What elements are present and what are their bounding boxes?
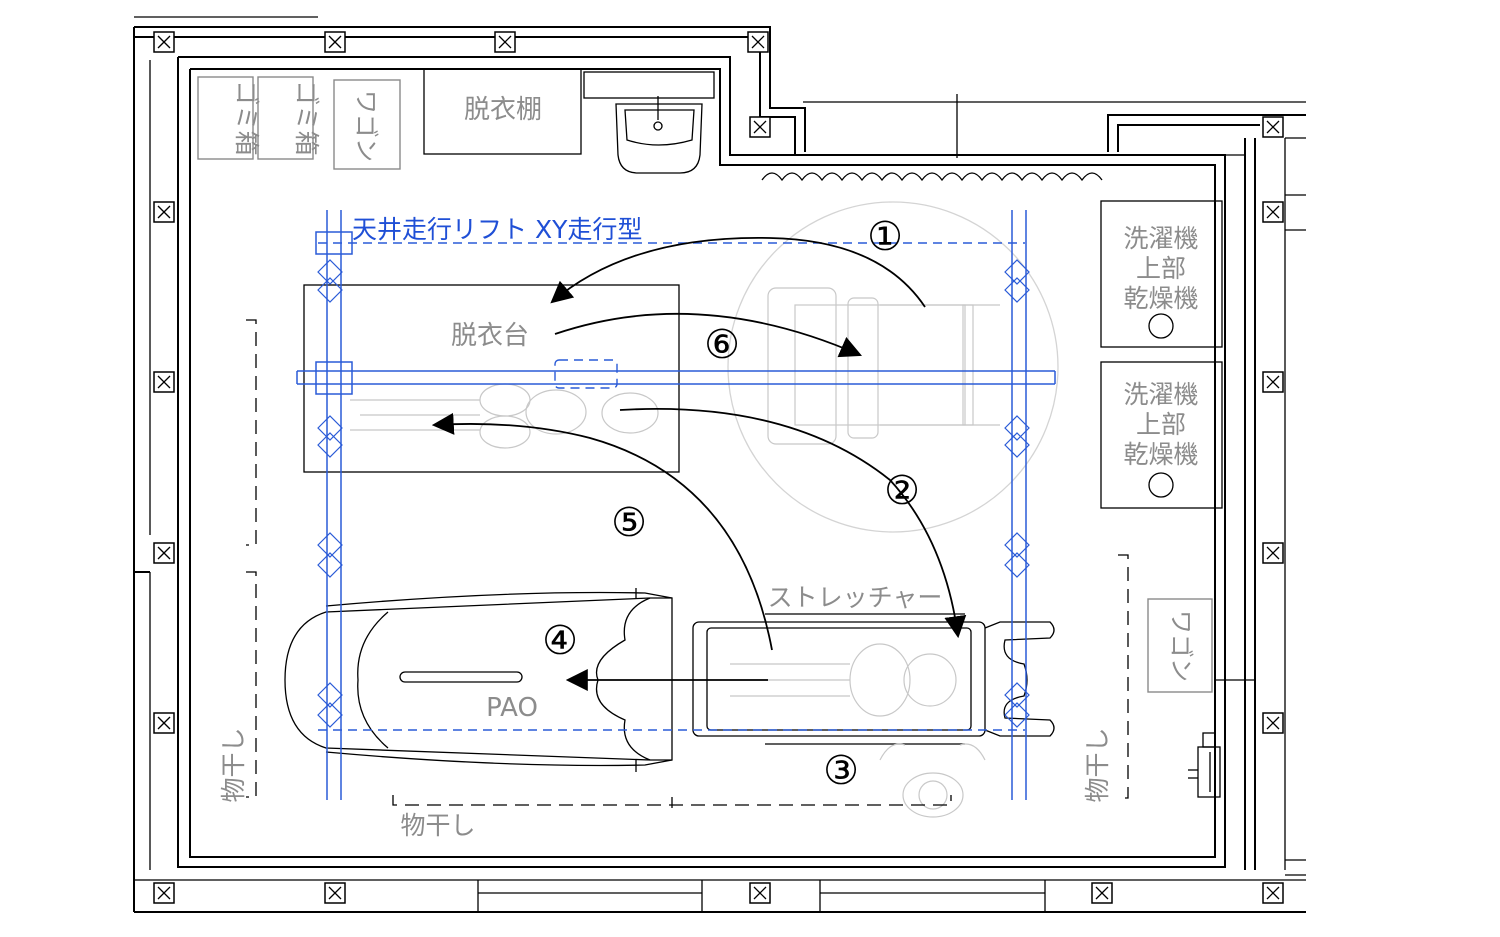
column-2	[324, 31, 346, 53]
trash-box-2: ゴミ箱	[257, 76, 321, 160]
wagon-top-label: ワゴン	[352, 90, 380, 162]
drying-rack-right: 物干し	[1083, 554, 1129, 803]
arrow-2	[619, 407, 967, 639]
column-5	[749, 116, 771, 138]
column-19	[1262, 882, 1284, 904]
small-appliance	[1188, 732, 1221, 798]
trash-box-2-label: ゴミ箱	[292, 80, 321, 155]
columns	[153, 31, 1284, 904]
lift-bracket-2-6	[1004, 552, 1030, 578]
ceiling-lift-label: 天井走行リフト XY走行型	[352, 215, 642, 244]
column-6	[1262, 116, 1284, 138]
pao-bathtub: PAO	[284, 588, 673, 772]
step-2: ②	[884, 468, 920, 514]
washer-dryer-1-line-3: 乾燥機	[1123, 284, 1198, 313]
lift-bracket-1-5	[317, 532, 343, 558]
column-10	[153, 712, 175, 734]
washer-dryer-2-line-3: 乾燥機	[1123, 440, 1198, 469]
movement-arrows	[431, 236, 967, 691]
washer-dryer-2: 洗濯機 上部 乾燥機	[1100, 361, 1223, 509]
wagon-top: ワゴン	[333, 79, 401, 170]
column-13	[749, 882, 771, 904]
wheelchair	[727, 201, 1059, 533]
wagon-right-label: ワゴン	[1167, 610, 1195, 682]
column-1	[153, 31, 175, 53]
arrow-1	[550, 236, 926, 308]
lift-bracket-2-8	[1004, 702, 1030, 728]
column-11	[153, 882, 175, 904]
undress-table: 脱衣台	[303, 284, 680, 473]
arrow-5	[431, 412, 773, 651]
washer-dryer-2-line-1: 洗濯機	[1123, 380, 1198, 409]
stretcher: ストレッチャー	[692, 583, 1055, 745]
column-4	[747, 31, 769, 53]
drying-rack-left: 物干し	[219, 319, 257, 803]
drying-rack-left-label: 物干し	[219, 727, 248, 802]
column-18	[1262, 712, 1284, 734]
column-9	[153, 542, 175, 564]
step-4: ④	[542, 618, 578, 664]
column-15	[1262, 201, 1284, 223]
lift-bracket-1-8	[317, 702, 343, 728]
lift-bracket-2-2	[1004, 277, 1030, 303]
sink	[583, 71, 715, 174]
column-16	[1262, 371, 1284, 393]
column-7	[153, 201, 175, 223]
washer-dryer-1-line-2: 上部	[1136, 254, 1186, 283]
lift-bracket-1-7	[317, 682, 343, 708]
step-6: ⑥	[704, 322, 740, 368]
lift-bracket-1-4	[317, 432, 343, 458]
washer-dryer-1-line-1: 洗濯機	[1123, 224, 1198, 253]
caregiver	[879, 743, 986, 818]
drying-rack-bottom: 物干し	[392, 795, 952, 840]
column-12	[324, 882, 346, 904]
trash-box-1: ゴミ箱	[197, 76, 261, 160]
column-8	[153, 371, 175, 393]
stretcher-label: ストレッチャー	[768, 583, 943, 612]
lift-bracket-2-3	[1004, 415, 1030, 441]
arrow-6	[554, 312, 863, 358]
washer-dryer-1: 洗濯機 上部 乾燥機	[1100, 200, 1223, 348]
undress-shelf-label: 脱衣棚	[464, 95, 542, 125]
walls	[133, 16, 1306, 913]
step-3: ③	[823, 748, 859, 794]
curtain	[761, 172, 1103, 182]
wagon-right: ワゴン	[1147, 598, 1213, 693]
drying-rack-bottom-label: 物干し	[400, 811, 475, 840]
lift-bracket-2-5	[1004, 532, 1030, 558]
undress-shelf: 脱衣棚	[423, 68, 582, 155]
lift-bracket-1-1	[317, 259, 343, 285]
pao-label: PAO	[486, 693, 538, 723]
lift-bracket-2-7	[1004, 682, 1030, 708]
column-14	[1091, 882, 1113, 904]
washer-dryer-2-line-2: 上部	[1136, 410, 1186, 439]
column-17	[1262, 542, 1284, 564]
undress-table-label: 脱衣台	[451, 321, 529, 351]
column-3	[494, 31, 516, 53]
lift-bracket-1-2	[317, 277, 343, 303]
lift-bracket-1-6	[317, 552, 343, 578]
drying-rack-right-label: 物干し	[1083, 727, 1112, 802]
lift-bracket-1-3	[317, 415, 343, 441]
step-5: ⑤	[611, 500, 647, 546]
ceiling-lift: 天井走行リフト XY走行型	[296, 210, 1056, 800]
step-numbers: ① ② ③ ④ ⑤ ⑥	[542, 214, 920, 794]
lift-bracket-2-4	[1004, 432, 1030, 458]
trash-box-1-label: ゴミ箱	[232, 80, 261, 155]
lift-bracket-2-1	[1004, 259, 1030, 285]
step-1: ①	[867, 214, 903, 260]
